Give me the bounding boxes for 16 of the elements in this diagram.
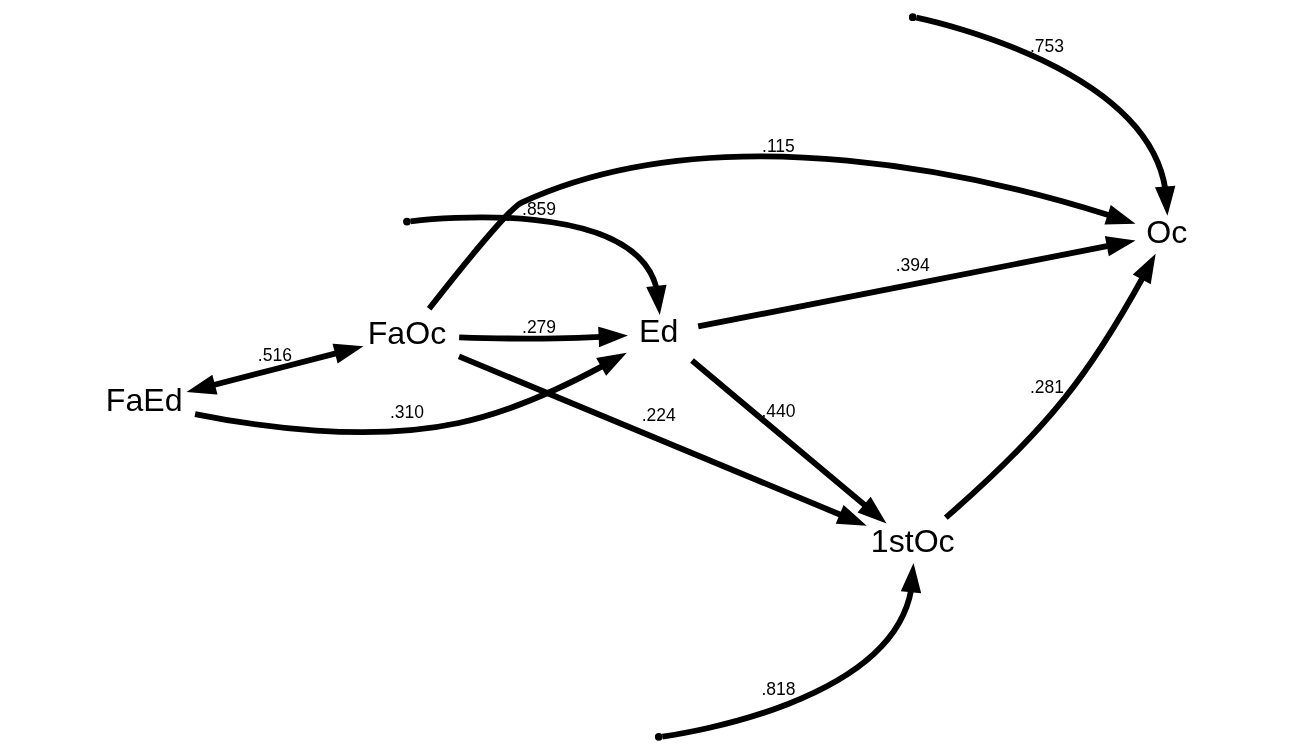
edge-label: .753 (1030, 35, 1065, 56)
edge-label: .440 (761, 400, 796, 421)
edge-label: .516 (257, 345, 292, 366)
edge-label: .394 (895, 254, 930, 275)
node-text: FaOc (367, 314, 447, 351)
node-text: Oc (1146, 213, 1188, 250)
node-text: Ed (639, 313, 679, 350)
edge-label: .310 (389, 402, 424, 423)
edge-label: .279 (522, 317, 557, 338)
edge-label: .224 (641, 404, 676, 425)
edge-label: .115 (762, 136, 795, 157)
edge-label: .281 (1030, 377, 1065, 398)
edge-label: .818 (761, 679, 796, 700)
edge-label: .859 (522, 199, 557, 220)
node-text: 1stOc (870, 523, 955, 560)
node-text: FaEd (105, 381, 183, 418)
